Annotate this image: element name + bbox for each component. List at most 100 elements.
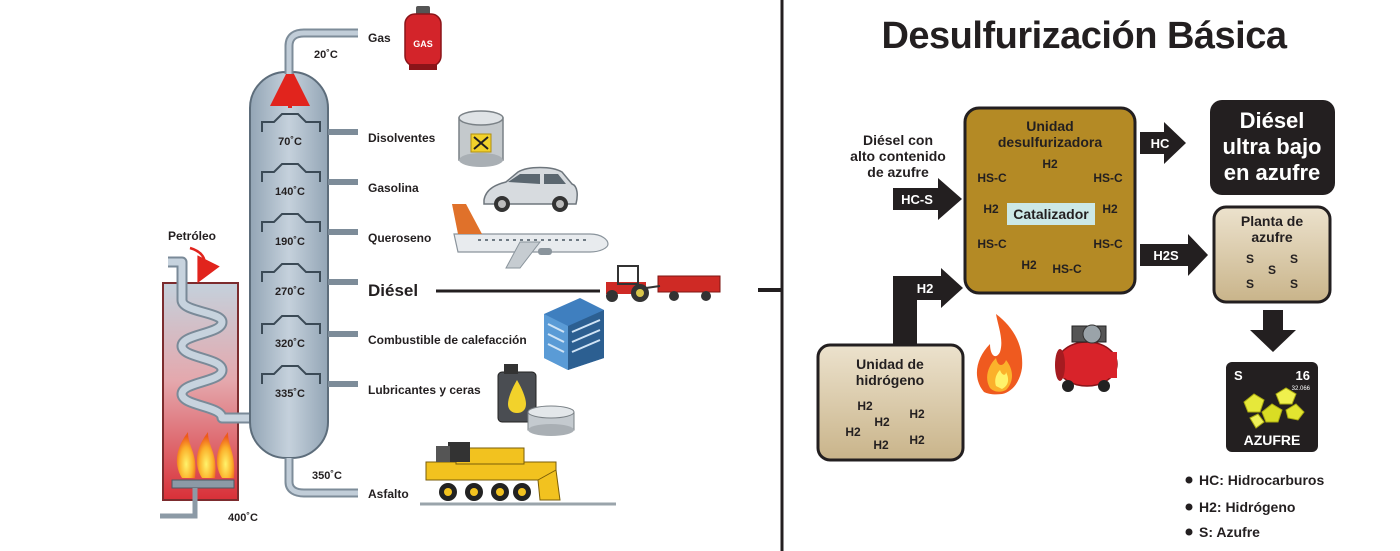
h2-arrow xyxy=(893,268,963,345)
sulfur-atom: S xyxy=(1290,277,1298,291)
hc-arrow xyxy=(1140,122,1186,164)
petroleum-label: Petróleo xyxy=(168,229,216,243)
tray-temp: 140˚C xyxy=(275,186,305,198)
hydrogen-atom: H2 xyxy=(857,399,873,413)
hydrogen-atom: H2 xyxy=(874,415,890,429)
output-line-1: Diésel xyxy=(1240,108,1305,133)
unit-molecule: HS-C xyxy=(977,237,1007,251)
column-tray xyxy=(261,113,321,132)
catalyst-label: Catalizador xyxy=(1013,206,1089,222)
sulfur-plant xyxy=(1212,205,1332,304)
legend-bullet xyxy=(1185,503,1193,511)
fire-icon xyxy=(976,314,1023,395)
desulfurization-diagram: Desulfurización Básica Diésel con alto c… xyxy=(816,15,1335,540)
element-number: 16 xyxy=(1296,368,1310,383)
unit-molecule: HS-C xyxy=(977,171,1007,185)
input-label-line-2: alto contenido xyxy=(850,148,946,164)
input-label-line-3: de azufre xyxy=(867,164,929,180)
furnace-temp: 400˚C xyxy=(228,512,258,524)
gas-cylinder-label: GAS xyxy=(413,39,433,49)
page-title: Desulfurización Básica xyxy=(881,15,1287,57)
desulfurizer-unit xyxy=(963,106,1137,295)
output-line-3: en azufre xyxy=(1224,160,1321,185)
unit-molecule: H2 xyxy=(1102,202,1118,216)
airplane-icon xyxy=(452,204,609,269)
ultra-low-sulfur-diesel-box xyxy=(1210,100,1335,195)
column-tray xyxy=(261,213,321,232)
h2-arrow-label: H2 xyxy=(917,281,934,296)
car-icon xyxy=(483,166,578,212)
building-icon xyxy=(544,298,604,370)
legend-item-hc: HC: Hidrocarburos xyxy=(1199,472,1324,488)
hydrogen-unit-line-2: hidrógeno xyxy=(856,372,924,388)
hcs-arrow xyxy=(893,178,962,220)
solvent-can-icon xyxy=(458,110,504,167)
unit-title-line-1: Unidad xyxy=(1026,118,1073,134)
product-label-diesel: Diésel xyxy=(368,281,418,300)
h2s-arrow xyxy=(1140,234,1208,276)
element-name: AZUFRE xyxy=(1244,432,1301,448)
unit-molecule: H2 xyxy=(1042,157,1058,171)
sulfur-atom: S xyxy=(1268,263,1276,277)
bottom-temp: 350˚C xyxy=(312,470,342,482)
unit-molecule: HS-C xyxy=(1093,171,1123,185)
product-label-gasoline: Gasolina xyxy=(368,181,419,195)
hcs-arrow-label: HC-S xyxy=(901,192,933,207)
hydrogen-unit xyxy=(816,343,965,462)
unit-molecule: H2 xyxy=(983,202,999,216)
sulfur-crystals-icon xyxy=(1243,387,1305,429)
product-label-asphalt: Asfalto xyxy=(368,487,409,501)
sulfur-plant-line-2: azufre xyxy=(1251,229,1292,245)
product-label-kerosene: Queroseno xyxy=(368,231,431,245)
product-label-lubricants: Lubricantes y ceras xyxy=(368,383,481,397)
refinery-diagram: 400˚C Petróleo 20˚C 350˚C 70˚C 140˚C 190˚C… xyxy=(160,6,721,524)
sulfur-atom: S xyxy=(1246,252,1254,266)
tray-temp: 320˚C xyxy=(275,338,305,350)
legend-bullet xyxy=(1185,528,1193,536)
sulfur-down-arrow xyxy=(1250,310,1296,352)
tray-temp: 270˚C xyxy=(275,286,305,298)
tray-temp: 70˚C xyxy=(278,136,302,148)
element-symbol: S xyxy=(1234,368,1243,383)
tray-temp: 190˚C xyxy=(275,236,305,248)
gas-cylinder-icon: GAS xyxy=(404,6,442,70)
tractor-icon xyxy=(606,265,721,302)
sulfur-plant-line-1: Planta de xyxy=(1241,213,1303,229)
wax-tin-icon xyxy=(527,405,575,436)
output-line-2: ultra bajo xyxy=(1222,134,1321,159)
burner-flames xyxy=(171,432,235,489)
catalyst-box xyxy=(1007,203,1095,225)
legend-bullet xyxy=(1185,476,1193,484)
hydrogen-atom: H2 xyxy=(909,433,925,447)
product-label-heating-fuel: Combustible de calefacción xyxy=(368,333,527,347)
sulfur-atom: S xyxy=(1246,277,1254,291)
legend-item-h2: H2: Hidrógeno xyxy=(1199,499,1295,515)
hydrogen-atom: H2 xyxy=(873,438,889,452)
hc-arrow-label: HC xyxy=(1151,136,1170,151)
unit-molecule: H2 xyxy=(1021,258,1037,272)
hydrogen-unit-line-1: Unidad de xyxy=(856,356,924,372)
legend-item-s: S: Azufre xyxy=(1199,524,1260,540)
input-label-line-1: Diésel con xyxy=(863,132,933,148)
legend: HC: Hidrocarburos H2: Hidrógeno S: Azufr… xyxy=(1185,472,1324,540)
unit-molecule: HS-C xyxy=(1093,237,1123,251)
asphalt-paver-icon xyxy=(420,442,616,506)
column-tray xyxy=(261,263,321,282)
oil-jug-icon xyxy=(497,364,537,423)
top-temp: 20˚C xyxy=(314,49,338,61)
product-label-gas: Gas xyxy=(368,31,391,45)
column-tray xyxy=(261,163,321,182)
unit-molecule: HS-C xyxy=(1052,262,1082,276)
product-label-solvents: Disolventes xyxy=(368,131,436,145)
compressor-icon xyxy=(1055,324,1118,392)
column-tray xyxy=(261,315,321,334)
element-mass: 32.066 xyxy=(1292,386,1311,392)
column-tray xyxy=(261,365,321,384)
hydrogen-atom: H2 xyxy=(845,425,861,439)
petroleum-arrow xyxy=(189,246,220,284)
unit-title-line-2: desulfurizadora xyxy=(998,134,1102,150)
sulfur-atom: S xyxy=(1290,252,1298,266)
